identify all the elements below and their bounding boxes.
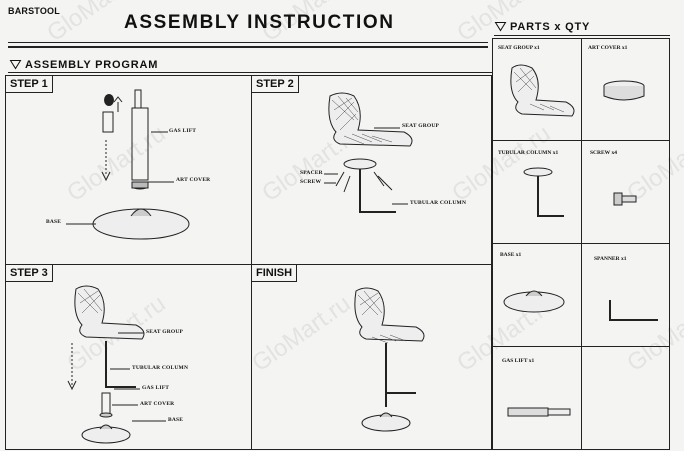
parts-title: PARTS x QTY <box>510 21 591 33</box>
step-2-drawing <box>324 92 413 213</box>
step-1-panel: STEP 1 GAS LIFT ART COVER BASE <box>5 75 252 265</box>
triangle-icon <box>9 60 22 70</box>
step-3-label: STEP 3 <box>6 265 53 282</box>
part-gas-lift: GAS LIFT x1 <box>502 358 535 364</box>
program-title: ASSEMBLY PROGRAM <box>25 59 159 71</box>
callout-tubular-column: TUBULAR COLUMN <box>410 200 467 206</box>
finish-panel: FINISH <box>251 264 492 450</box>
page-title: ASSEMBLY INSTRUCTION <box>124 12 395 33</box>
callout-base: BASE <box>168 417 184 423</box>
callout-tubular-column: TUBULAR COLUMN <box>132 365 189 371</box>
part-screw: SCREW x4 <box>590 150 617 156</box>
part-base: BASE x1 <box>500 252 522 258</box>
triangle-icon <box>494 22 507 32</box>
finish-drawing <box>354 287 425 432</box>
callout-gas-lift: GAS LIFT <box>169 128 197 134</box>
header-rule <box>8 42 488 43</box>
finish-label: FINISH <box>252 265 298 282</box>
parts-divider <box>492 140 670 141</box>
callout-screw: SCREW <box>300 179 322 185</box>
step-3-drawing <box>67 285 166 444</box>
callout-spacer: SPACER <box>300 170 323 176</box>
program-rule <box>8 72 492 73</box>
part-spanner: SPANNER x1 <box>594 256 627 262</box>
parts-divider <box>581 38 582 450</box>
parts-divider <box>492 346 670 347</box>
parts-rule <box>494 35 670 36</box>
callout-art-cover: ART COVER <box>140 401 175 407</box>
header-rule <box>8 46 488 48</box>
callout-gas-lift: GAS LIFT <box>142 385 170 391</box>
callout-art-cover: ART COVER <box>176 177 211 183</box>
callout-seat-group: SEAT GROUP <box>146 329 184 335</box>
parts-divider <box>492 243 670 244</box>
parts-heading: PARTS x QTY <box>494 21 591 33</box>
step-2-label: STEP 2 <box>252 76 299 93</box>
part-seat-group: SEAT GROUP x1 <box>498 45 540 51</box>
callout-seat-group: SEAT GROUP <box>402 123 440 129</box>
product-name: BARSTOOL <box>8 6 60 16</box>
callout-base: BASE <box>46 219 62 225</box>
program-heading: ASSEMBLY PROGRAM <box>9 59 159 71</box>
step-3-panel: STEP 3 SEAT GROUP TUBULAR COLUMN GAS LIF… <box>5 264 252 450</box>
part-tubular-column: TUBULAR COLUMN x1 <box>498 150 559 156</box>
step-1-label: STEP 1 <box>6 76 53 93</box>
part-art-cover: ART COVER x1 <box>588 45 628 51</box>
step-1-drawing <box>66 89 190 240</box>
